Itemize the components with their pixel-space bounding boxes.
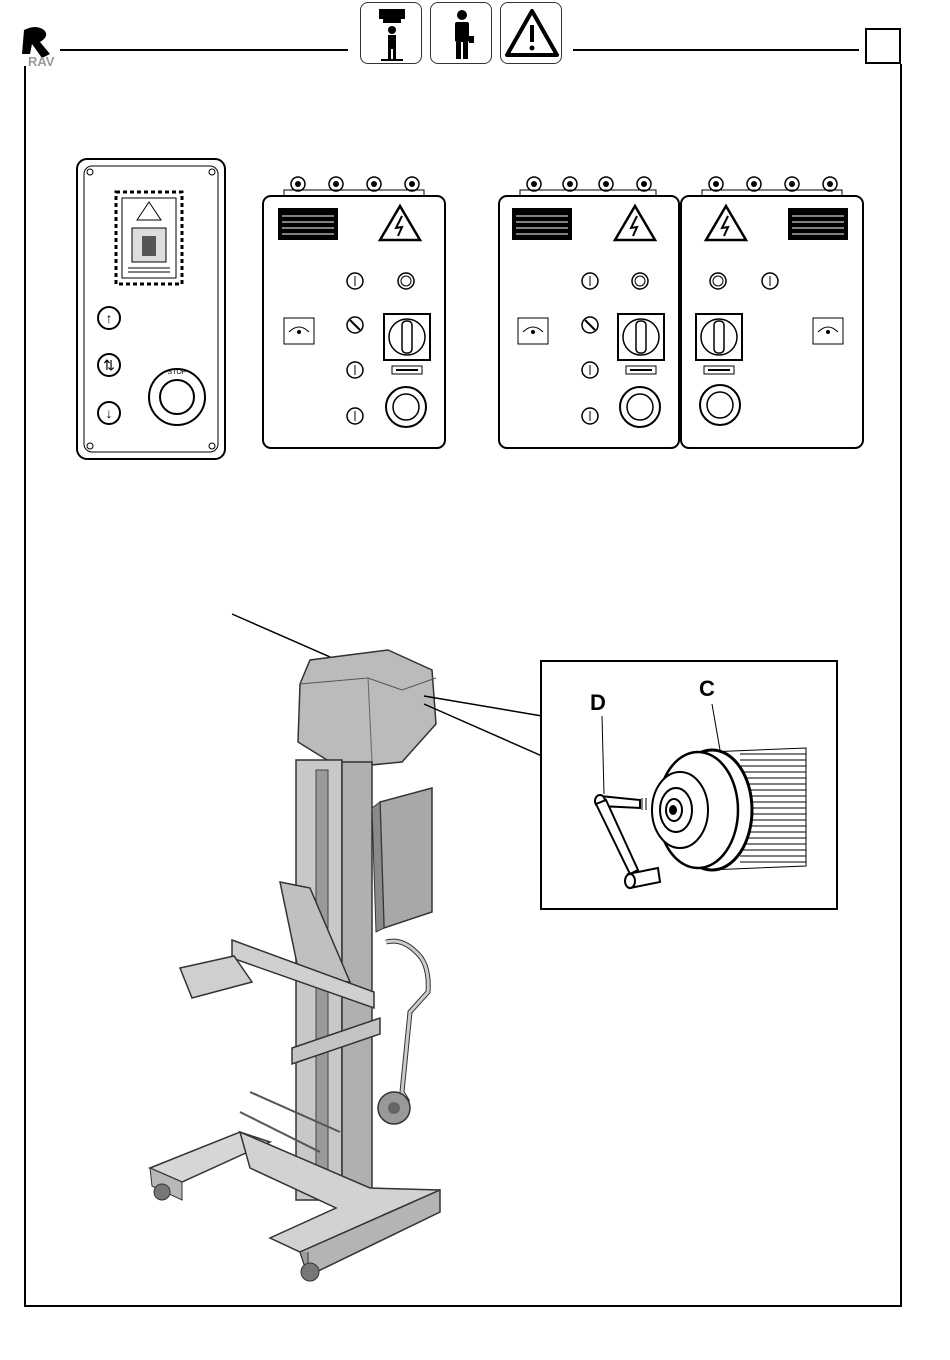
callout-label-d: D bbox=[590, 690, 606, 716]
column-lift-illustration bbox=[140, 612, 450, 1292]
hand-crank bbox=[595, 795, 660, 888]
remote-stop-text: STOP bbox=[150, 369, 204, 376]
header-rule-left bbox=[60, 49, 348, 51]
header-rule-right bbox=[573, 49, 859, 51]
detail-drawing bbox=[540, 660, 838, 910]
frame-bottom bbox=[24, 1305, 902, 1307]
frame-right bbox=[900, 64, 902, 1306]
operator-lift-icon bbox=[360, 2, 422, 64]
remote-up-button[interactable]: ↑ bbox=[97, 306, 121, 330]
brand-logo-icon: RAV bbox=[20, 24, 60, 68]
remote-down-button[interactable]: ↓ bbox=[97, 401, 121, 425]
operator-icon bbox=[430, 2, 492, 64]
remote-updown-button[interactable]: ⇅ bbox=[97, 353, 121, 377]
motor-drum bbox=[652, 748, 806, 870]
control-box-2-left bbox=[498, 174, 682, 452]
control-box-2-right bbox=[680, 174, 866, 452]
warning-triangle-icon bbox=[500, 2, 562, 64]
svg-text:RAV: RAV bbox=[28, 54, 55, 69]
remote-stop-inner bbox=[159, 379, 195, 415]
cable-glands bbox=[284, 177, 424, 196]
remote-emergency-stop[interactable]: STOP bbox=[148, 368, 206, 426]
page-number-box bbox=[865, 28, 901, 64]
detail-leader-lines bbox=[420, 690, 550, 760]
callout-label-c: C bbox=[699, 676, 715, 702]
control-box-1 bbox=[262, 174, 448, 452]
frame-left bbox=[24, 66, 26, 1306]
